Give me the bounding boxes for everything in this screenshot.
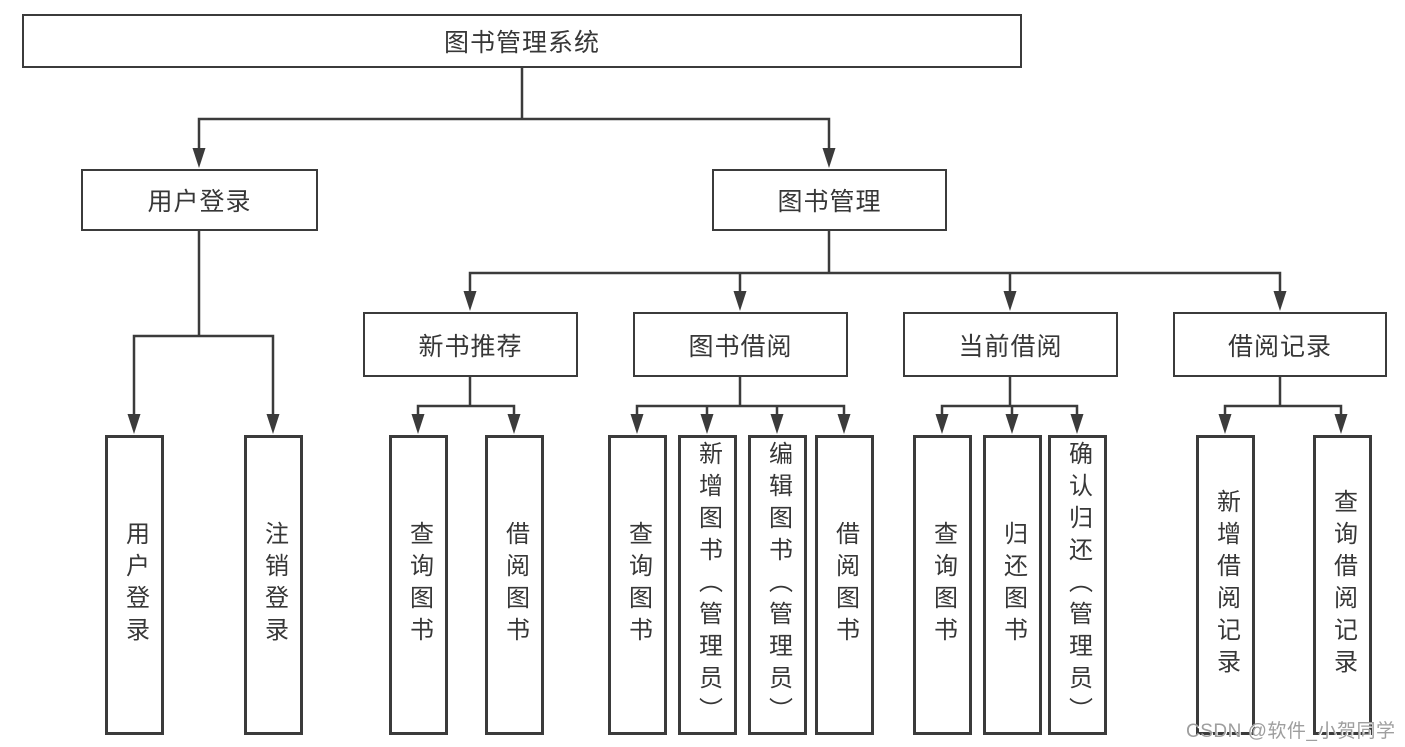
node-book-management: 图书管理	[712, 169, 947, 231]
arrow-new-books-leaf-1	[411, 414, 425, 434]
arrow-leaf-logout	[266, 414, 280, 434]
leaf-add-borrow-record: 新增借阅记录	[1196, 435, 1255, 735]
connector-user-login-split	[132, 334, 275, 420]
leaf-return-book: 归还图书	[983, 435, 1042, 735]
node-book-borrowing: 图书借阅	[633, 312, 848, 377]
arrow-leaf-login	[127, 414, 141, 434]
leaf-confirm-return-admin-label: 确认归还（管理员）	[1064, 441, 1092, 729]
arrow-records-leaf-2	[1334, 414, 1348, 434]
node-new-book-recommendation: 新书推荐	[363, 312, 578, 377]
leaf-user-login-label: 用户登录	[121, 521, 149, 649]
connector-root-split	[197, 117, 831, 154]
node-library-management-system: 图书管理系统	[22, 14, 1022, 68]
leaf-query-books-current: 查询图书	[913, 435, 972, 735]
arrow-records	[1273, 291, 1287, 311]
leaf-confirm-return-admin: 确认归还（管理员）	[1048, 435, 1107, 735]
leaf-query-books-borrow-label: 查询图书	[624, 521, 652, 649]
node-current-borrowing-label: 当前借阅	[958, 332, 1063, 361]
leaf-user-login: 用户登录	[105, 435, 164, 735]
leaf-borrow-books-recommend-label: 借阅图书	[501, 521, 529, 649]
leaf-query-borrow-record: 查询借阅记录	[1313, 435, 1372, 735]
arrow-current-leaf-1	[935, 414, 949, 434]
leaf-edit-book-admin-label: 编辑图书（管理员）	[764, 441, 792, 729]
arrow-book-mgmt	[822, 148, 836, 168]
node-book-management-label: 图书管理	[777, 188, 882, 216]
arrow-records-leaf-1	[1218, 414, 1232, 434]
connector-records-split	[1223, 404, 1343, 420]
arrow-current-leaf-3	[1070, 414, 1084, 434]
leaf-edit-book-admin: 编辑图书（管理员）	[748, 435, 807, 735]
arrow-borrow-leaf-3	[770, 414, 784, 434]
arrow-current	[1003, 291, 1017, 311]
leaf-query-books-borrow: 查询图书	[608, 435, 667, 735]
connector-borrow-split	[635, 404, 846, 420]
node-user-login-label: 用户登录	[147, 188, 252, 216]
leaf-add-book-admin: 新增图书（管理员）	[678, 435, 737, 735]
connector-current-split	[940, 404, 1079, 420]
arrow-new-books-leaf-2	[507, 414, 521, 434]
node-current-borrowing: 当前借阅	[903, 312, 1118, 377]
arrow-borrow	[733, 291, 747, 311]
node-user-login: 用户登录	[81, 169, 318, 231]
arrow-borrow-leaf-4	[837, 414, 851, 434]
connector-new-books-split	[416, 404, 516, 420]
arrow-user-login	[192, 148, 206, 168]
arrow-new-books	[463, 291, 477, 311]
leaf-query-borrow-record-label: 查询借阅记录	[1329, 489, 1357, 681]
watermark-text: CSDN @软件_小贺同学	[1186, 721, 1396, 742]
leaf-logout-label: 注销登录	[260, 521, 288, 649]
node-new-book-recommendation-label: 新书推荐	[418, 332, 523, 361]
leaf-borrow-book: 借阅图书	[815, 435, 874, 735]
arrow-borrow-leaf-2	[700, 414, 714, 434]
connector-book-mgmt-split	[468, 271, 1282, 297]
node-borrowing-records: 借阅记录	[1173, 312, 1387, 377]
leaf-add-borrow-record-label: 新增借阅记录	[1212, 489, 1240, 681]
arrow-current-leaf-2	[1005, 414, 1019, 434]
node-book-borrowing-label: 图书借阅	[688, 332, 793, 361]
node-library-management-system-label: 图书管理系统	[443, 29, 600, 57]
leaf-borrow-books-recommend: 借阅图书	[485, 435, 544, 735]
arrow-borrow-leaf-1	[630, 414, 644, 434]
leaf-return-book-label: 归还图书	[999, 521, 1027, 649]
node-borrowing-records-label: 借阅记录	[1227, 332, 1332, 361]
leaf-query-books-recommend-label: 查询图书	[405, 521, 433, 649]
leaf-query-books-recommend: 查询图书	[389, 435, 448, 735]
leaf-logout: 注销登录	[244, 435, 303, 735]
leaf-add-book-admin-label: 新增图书（管理员）	[694, 441, 722, 729]
leaf-query-books-current-label: 查询图书	[929, 521, 957, 649]
leaf-borrow-book-label: 借阅图书	[831, 521, 859, 649]
